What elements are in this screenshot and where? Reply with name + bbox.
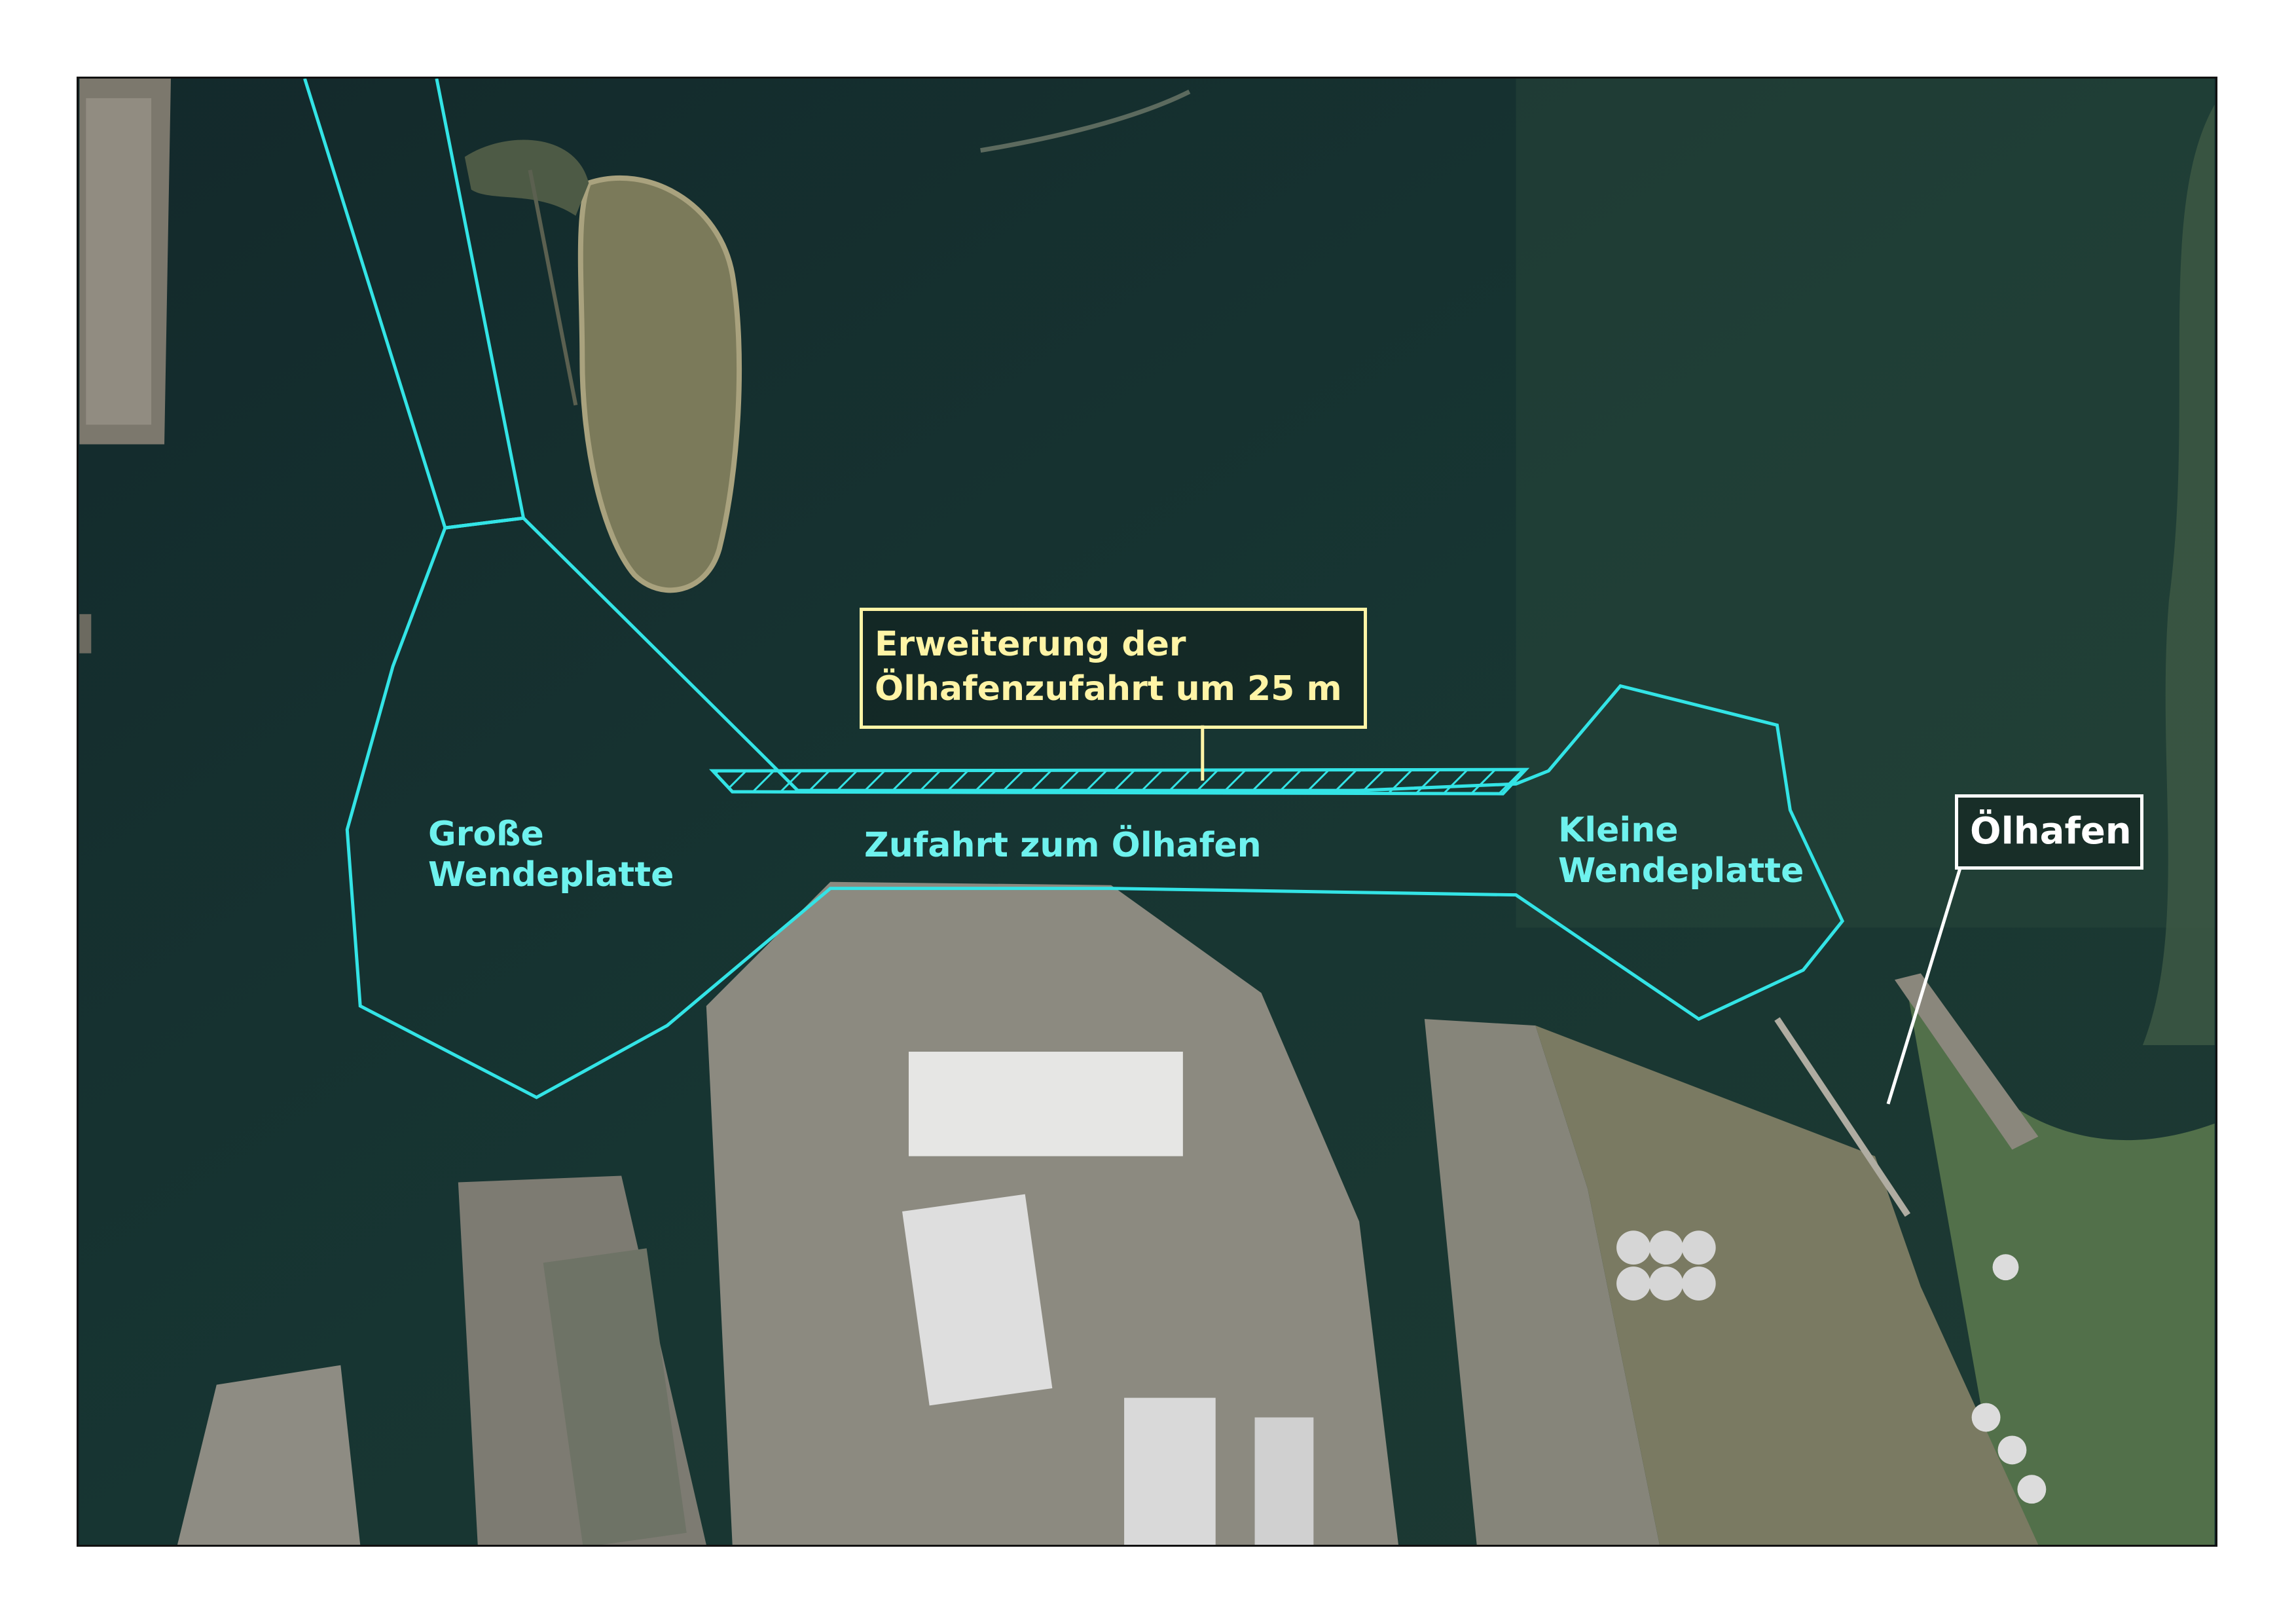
west-edge [79,614,92,654]
island [577,175,742,593]
label-grosse-line1: Große [428,815,544,854]
aerial-map [79,79,2215,1545]
label-kleine-line1: Kleine [1558,811,1679,850]
label-grosse-line2: Wendeplatte [428,855,674,895]
warehouse-4 [1254,1417,1314,1545]
west-pier-roof [543,1248,687,1545]
callout-pointer-harbor-1 [1886,868,1962,1105]
label-zufahrt: Zufahrt zum Ölhafen [864,826,1262,865]
central-pier [706,881,1398,1545]
oil-harbor-mole [1894,973,2039,1150]
tank-farm [1616,1230,2047,1504]
breakwater [980,89,1191,153]
callout-expansion-line1: Erweiterung der [875,625,1186,664]
east-shore [2142,104,2215,1046]
southwest-pier [177,1365,361,1545]
warehouse-2 [902,1194,1053,1406]
west-buildings [86,98,152,425]
island-mole [528,170,578,406]
warehouse-3 [1124,1397,1216,1545]
callout-harbor-text: Ölhafen [1970,810,2132,853]
label-kleine-wendeplatte: Kleine Wendeplatte [1558,810,1804,892]
warehouse-1 [908,1052,1183,1156]
oil-jetty [1774,1017,1911,1217]
label-grosse-wendeplatte: Große Wendeplatte [428,814,674,896]
map-frame: Große Wendeplatte Zufahrt zum Ölhafen Kl… [77,77,2217,1547]
callout-expansion-line2: Ölhafenzufahrt um 25 m [875,669,1342,709]
island-spit [464,139,589,216]
label-kleine-line2: Wendeplatte [1558,851,1804,891]
callout-harbor: Ölhafen [1955,794,2143,870]
callout-expansion: Erweiterung der Ölhafenzufahrt um 25 m [860,608,1367,729]
east-pier [1424,1019,1660,1545]
refinery-land [1535,1025,2039,1545]
expansion-strip [709,767,1530,796]
shallow-water-east [1516,79,2215,928]
